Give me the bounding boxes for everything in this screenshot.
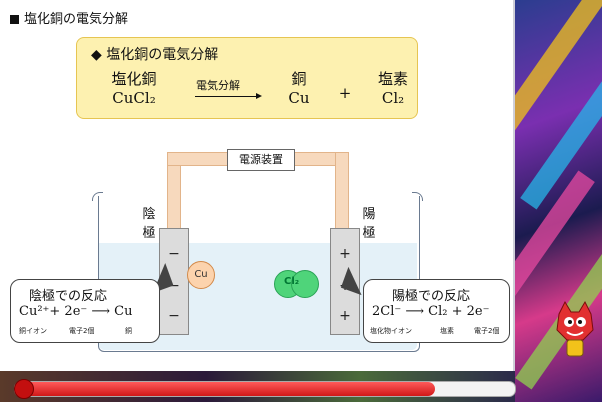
cathode-reaction-bubble: 陰極での反応 Cu²⁺+ 2e⁻ ⟶ Cu 銅イオン 電子2個 銅 xyxy=(10,279,160,343)
anode-label-1: 陽 xyxy=(362,207,376,222)
note-copper-ion: 銅イオン xyxy=(19,327,47,335)
box-title: ◆ 塩化銅の電気分解 xyxy=(91,47,219,63)
arrow-label: 電気分解 xyxy=(196,79,240,92)
cathode-bubble-title: 陰極での反応 xyxy=(29,289,108,304)
anode-sign: + xyxy=(339,246,351,262)
anode-sign: + xyxy=(339,278,351,294)
note-electrons: 電子2個 xyxy=(474,327,500,335)
note-chlorine: 塩素 xyxy=(440,327,454,335)
beaker-lip xyxy=(412,192,423,201)
product1-formula: Cu xyxy=(288,89,310,107)
cathode-sign: − xyxy=(168,246,180,262)
plus-sign: + xyxy=(338,84,352,102)
note-electrons: 電子2個 xyxy=(69,327,95,335)
cathode-label-2: 極 xyxy=(142,226,156,241)
cathode-sign: − xyxy=(168,308,180,324)
reaction-arrow xyxy=(195,96,259,97)
cathode-sign: − xyxy=(168,278,180,294)
chlorine-particle-label: Cl₂ xyxy=(284,276,300,287)
anode-label-2: 極 xyxy=(362,226,376,241)
anode-sign: + xyxy=(339,308,351,324)
product-copper: 銅 Cu xyxy=(281,68,317,107)
lesson-slide: 塩化銅の電気分解 ◆ 塩化銅の電気分解 塩化銅 CuCl₂ 電気分解 銅 Cu … xyxy=(0,0,515,371)
mascot-character-icon xyxy=(556,300,594,357)
beaker xyxy=(98,196,420,352)
copper-particle: Cu xyxy=(187,261,215,289)
chlorine-atom xyxy=(291,270,319,298)
reactant-formula: CuCl₂ xyxy=(112,89,156,107)
anode-reaction-bubble: 陽極での反応 2Cl⁻ ⟶ Cl₂ + 2e⁻ 塩化物イオン 塩素 電子2個 xyxy=(363,279,510,343)
cathode-label-1: 陰 xyxy=(142,207,156,222)
anode-bubble-title: 陽極での反応 xyxy=(392,289,471,304)
product2-name: 塩素 xyxy=(377,70,408,88)
reactant-name: 塩化銅 xyxy=(111,70,157,88)
product-chlorine: 塩素 Cl₂ xyxy=(371,68,415,107)
slide-title-text: 塩化銅の電気分解 xyxy=(24,12,129,27)
progress-bar[interactable] xyxy=(14,381,516,397)
product1-name: 銅 xyxy=(291,70,307,88)
arrow-head-icon xyxy=(256,93,262,99)
product2-formula: Cl₂ xyxy=(381,89,405,107)
slide-title: 塩化銅の電気分解 xyxy=(10,8,128,27)
progress-handle[interactable] xyxy=(14,379,34,399)
note-copper: 銅 xyxy=(125,327,132,335)
beaker-lip xyxy=(92,192,103,201)
anode-equation: 2Cl⁻ ⟶ Cl₂ + 2e⁻ xyxy=(372,304,490,319)
progress-fill xyxy=(15,382,435,396)
note-chloride-ion: 塩化物イオン xyxy=(370,327,412,335)
reaction-summary-box: ◆ 塩化銅の電気分解 塩化銅 CuCl₂ 電気分解 銅 Cu + 塩素 Cl₂ xyxy=(76,37,418,119)
reactant: 塩化銅 CuCl₂ xyxy=(95,68,173,107)
cathode-equation: Cu²⁺+ 2e⁻ ⟶ Cu xyxy=(19,304,133,319)
square-bullet-icon xyxy=(10,15,19,24)
anode-electrode xyxy=(330,228,360,335)
power-supply: 電源装置 xyxy=(227,149,295,171)
